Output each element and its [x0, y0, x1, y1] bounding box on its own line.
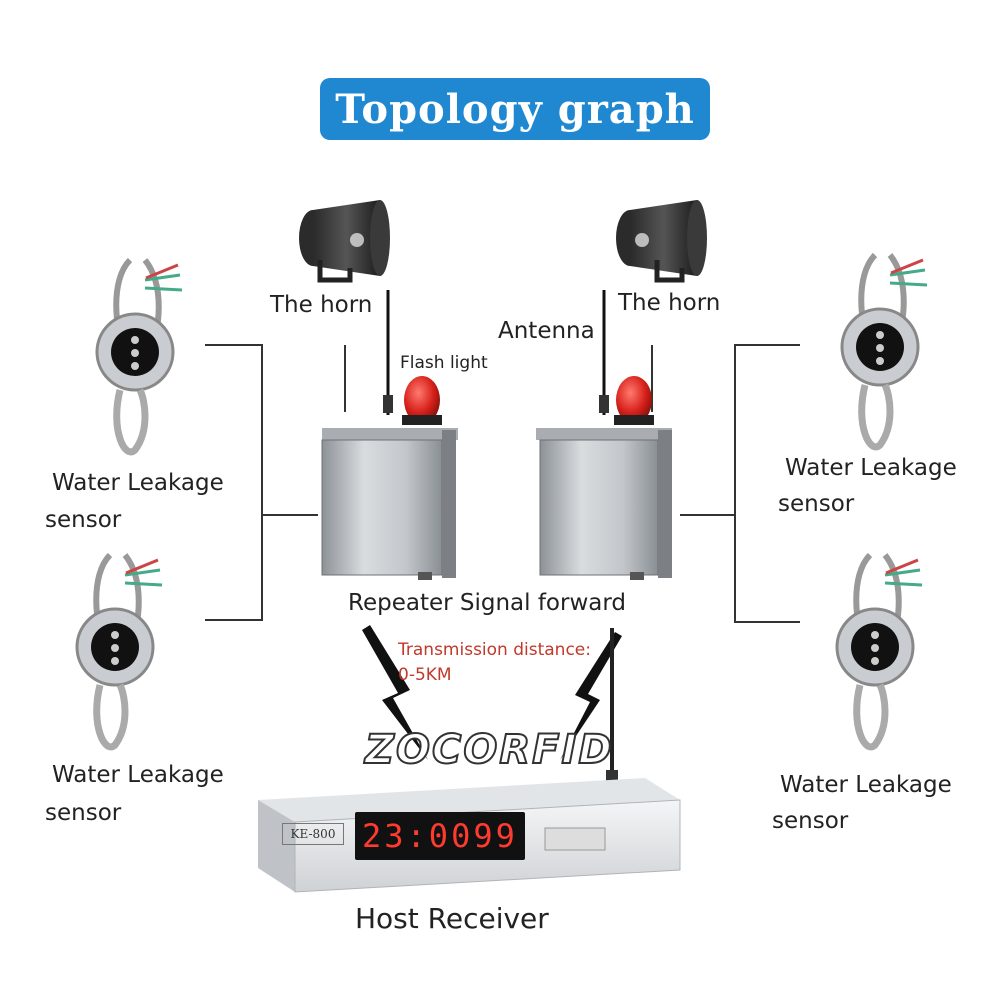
label-sensor-top-left: Water Leakage [52, 470, 224, 496]
watermark: ZOCORFID [364, 726, 614, 774]
label-sensor-top-right-2: sensor [778, 491, 855, 517]
label-sensor-top-right: Water Leakage [785, 455, 957, 481]
label-transmission-range: 0-5KM [398, 665, 452, 685]
receiver-display: 23:0099 [362, 817, 518, 855]
label-horn-left: The horn [270, 292, 373, 318]
flash-light-left-icon [404, 376, 440, 424]
wireless-signal-left-icon [362, 625, 428, 760]
horn-right-icon [616, 200, 707, 283]
label-sensor-bottom-left: Water Leakage [52, 762, 224, 788]
horn-left-icon [299, 200, 390, 283]
label-sensor-bottom-left-2: sensor [45, 800, 122, 826]
label-repeater: Repeater Signal forward [348, 590, 627, 616]
host-receiver-device [258, 778, 681, 893]
repeater-right [536, 290, 672, 580]
label-host-receiver: Host Receiver [355, 902, 549, 935]
title-banner: Topology graph [320, 78, 710, 140]
flash-light-right-icon [616, 376, 652, 424]
label-horn-right: The horn [618, 290, 721, 316]
label-sensor-bottom-right-2: sensor [772, 808, 849, 834]
connector-right [680, 344, 800, 623]
label-antenna: Antenna [498, 318, 595, 344]
wireless-signal-right-icon [560, 632, 622, 760]
repeater-left [321, 290, 458, 580]
label-sensor-bottom-right: Water Leakage [780, 772, 952, 798]
connector-left [205, 344, 318, 621]
label-sensor-top-left-2: sensor [45, 507, 122, 533]
label-transmission-distance: Transmission distance: [398, 640, 591, 660]
receiver-model-label: KE-800 [282, 823, 344, 845]
label-flash-light: Flash light [400, 353, 488, 373]
page-title: Topology graph [335, 85, 695, 133]
